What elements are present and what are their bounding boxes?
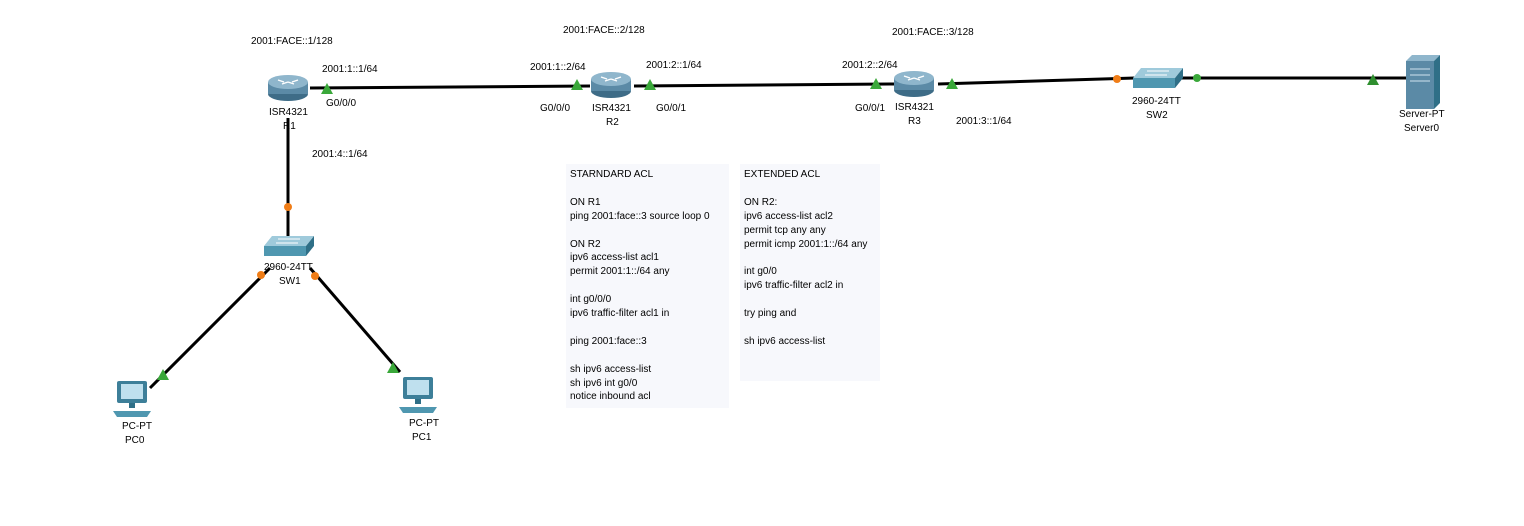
link-pending-indicator	[1113, 75, 1121, 83]
extended-acl-note[interactable]: EXTENDED ACL ON R2: ipv6 access-list acl…	[740, 164, 880, 381]
server0-name-label: Server0	[1404, 123, 1440, 134]
link-up-indicator	[1367, 74, 1379, 85]
r3-name-label: R3	[908, 116, 921, 127]
router-icon[interactable]	[894, 71, 934, 97]
note-line	[570, 349, 725, 363]
note-line: permit tcp any any	[744, 224, 826, 236]
r1-model-label: ISR4321	[269, 107, 308, 118]
cable-r3-sw2[interactable]	[937, 76, 1136, 86]
link-pending-indicator	[284, 203, 292, 211]
note-line: int g0/0/0	[570, 294, 612, 306]
note-line: ipv6 traffic-filter acl1 in	[570, 308, 670, 320]
note-line	[570, 321, 725, 335]
note-line	[570, 182, 725, 196]
sw1-model-label: 2960-24TT	[264, 262, 313, 273]
r3-model-label: ISR4321	[895, 102, 934, 113]
note-line	[570, 279, 725, 293]
pc1-name-label: PC1	[412, 432, 432, 443]
cable-sw1-pc1[interactable]	[308, 267, 402, 373]
r1-g000-port-label: G0/0/0	[326, 98, 357, 109]
note-line: permit icmp 2001:1::/64 any	[744, 238, 868, 250]
r2-g000-address-label: 2001:1::2/64	[530, 62, 586, 73]
link-up-indicator	[387, 362, 399, 373]
note-line: try ping and	[744, 308, 797, 320]
switch-icon[interactable]	[264, 236, 314, 256]
cable-r1-r2[interactable]	[309, 84, 591, 90]
r3-g001-address-label: 2001:2::2/64	[842, 60, 898, 71]
sw1-name-label: SW1	[279, 276, 301, 287]
switch-icon[interactable]	[1133, 68, 1183, 88]
note-line: ipv6 traffic-filter acl2 in	[744, 280, 844, 292]
cable-r2-r3[interactable]	[633, 82, 896, 88]
note-line: EXTENDED ACL	[744, 169, 821, 180]
note-line: ipv6 access-list acl1	[570, 252, 659, 264]
r2-model-label: ISR4321	[592, 103, 631, 114]
router-icon[interactable]	[591, 72, 631, 98]
r3-sw2-address-label: 2001:3::1/64	[956, 116, 1012, 127]
pc0-model-label: PC-PT	[122, 421, 152, 432]
note-line: ping 2001:face::3 source loop 0	[570, 210, 710, 222]
server-icon[interactable]	[1406, 55, 1440, 109]
r2-name-label: R2	[606, 117, 619, 128]
sw2-model-label: 2960-24TT	[1132, 96, 1181, 107]
note-line: ping 2001:face::3	[570, 335, 647, 347]
note-line: permit 2001:1::/64 any	[570, 266, 670, 278]
note-line: notice inbound acl	[570, 391, 651, 403]
pc1-model-label: PC-PT	[409, 418, 439, 429]
link-indicators	[157, 74, 1379, 380]
r3-g001-port-label: G0/0/1	[855, 103, 886, 114]
sw2-name-label: SW2	[1146, 110, 1168, 121]
r1-g000-address-label: 2001:1::1/64	[322, 64, 378, 75]
r1-name-label: R1	[283, 121, 296, 132]
note-line: STARNDARD ACL	[570, 169, 654, 180]
note-line: sh ipv6 access-list	[744, 335, 826, 347]
r2-g001-port-label: G0/0/1	[656, 103, 687, 114]
link-up-indicator	[946, 78, 958, 89]
note-line: int g0/0	[744, 266, 777, 278]
r2-g001-address-label: 2001:2::1/64	[646, 60, 702, 71]
note-line	[570, 224, 725, 238]
standard-acl-note[interactable]: STARNDARD ACL ON R1 ping 2001:face::3 so…	[566, 164, 729, 408]
r3-loopback-label: 2001:FACE::3/128	[892, 27, 974, 38]
note-line: sh ipv6 int g0/0	[570, 377, 638, 389]
note-line	[744, 321, 876, 335]
r1-loopback-label: 2001:FACE::1/128	[251, 36, 333, 47]
cables	[148, 76, 1408, 390]
server0-model-label: Server-PT	[1399, 109, 1445, 120]
note-line	[744, 293, 876, 307]
note-line	[744, 251, 876, 265]
link-pending-indicator	[311, 272, 319, 280]
note-line	[744, 182, 876, 196]
link-up-indicator	[870, 78, 882, 89]
note-line: ON R2	[570, 238, 601, 250]
link-pending-indicator	[257, 271, 265, 279]
router-icon[interactable]	[268, 75, 308, 101]
r2-loopback-label: 2001:FACE::2/128	[563, 25, 645, 36]
r1-sw1-address-label: 2001:4::1/64	[312, 149, 368, 160]
link-up-indicator	[157, 369, 169, 380]
pc-icon[interactable]	[399, 377, 437, 413]
note-line: ON R1	[570, 196, 601, 208]
link-up-indicator	[1193, 74, 1201, 82]
link-up-indicator	[321, 83, 333, 94]
pc0-name-label: PC0	[125, 435, 145, 446]
link-up-indicator	[644, 79, 656, 90]
note-line: ON R2:	[744, 196, 778, 208]
r2-g000-port-label: G0/0/0	[540, 103, 571, 114]
cable-sw1-pc0[interactable]	[148, 266, 272, 390]
pc-icon[interactable]	[113, 381, 151, 417]
note-line: ipv6 access-list acl2	[744, 210, 833, 222]
link-up-indicator	[571, 79, 583, 90]
note-line: sh ipv6 access-list	[570, 363, 652, 375]
